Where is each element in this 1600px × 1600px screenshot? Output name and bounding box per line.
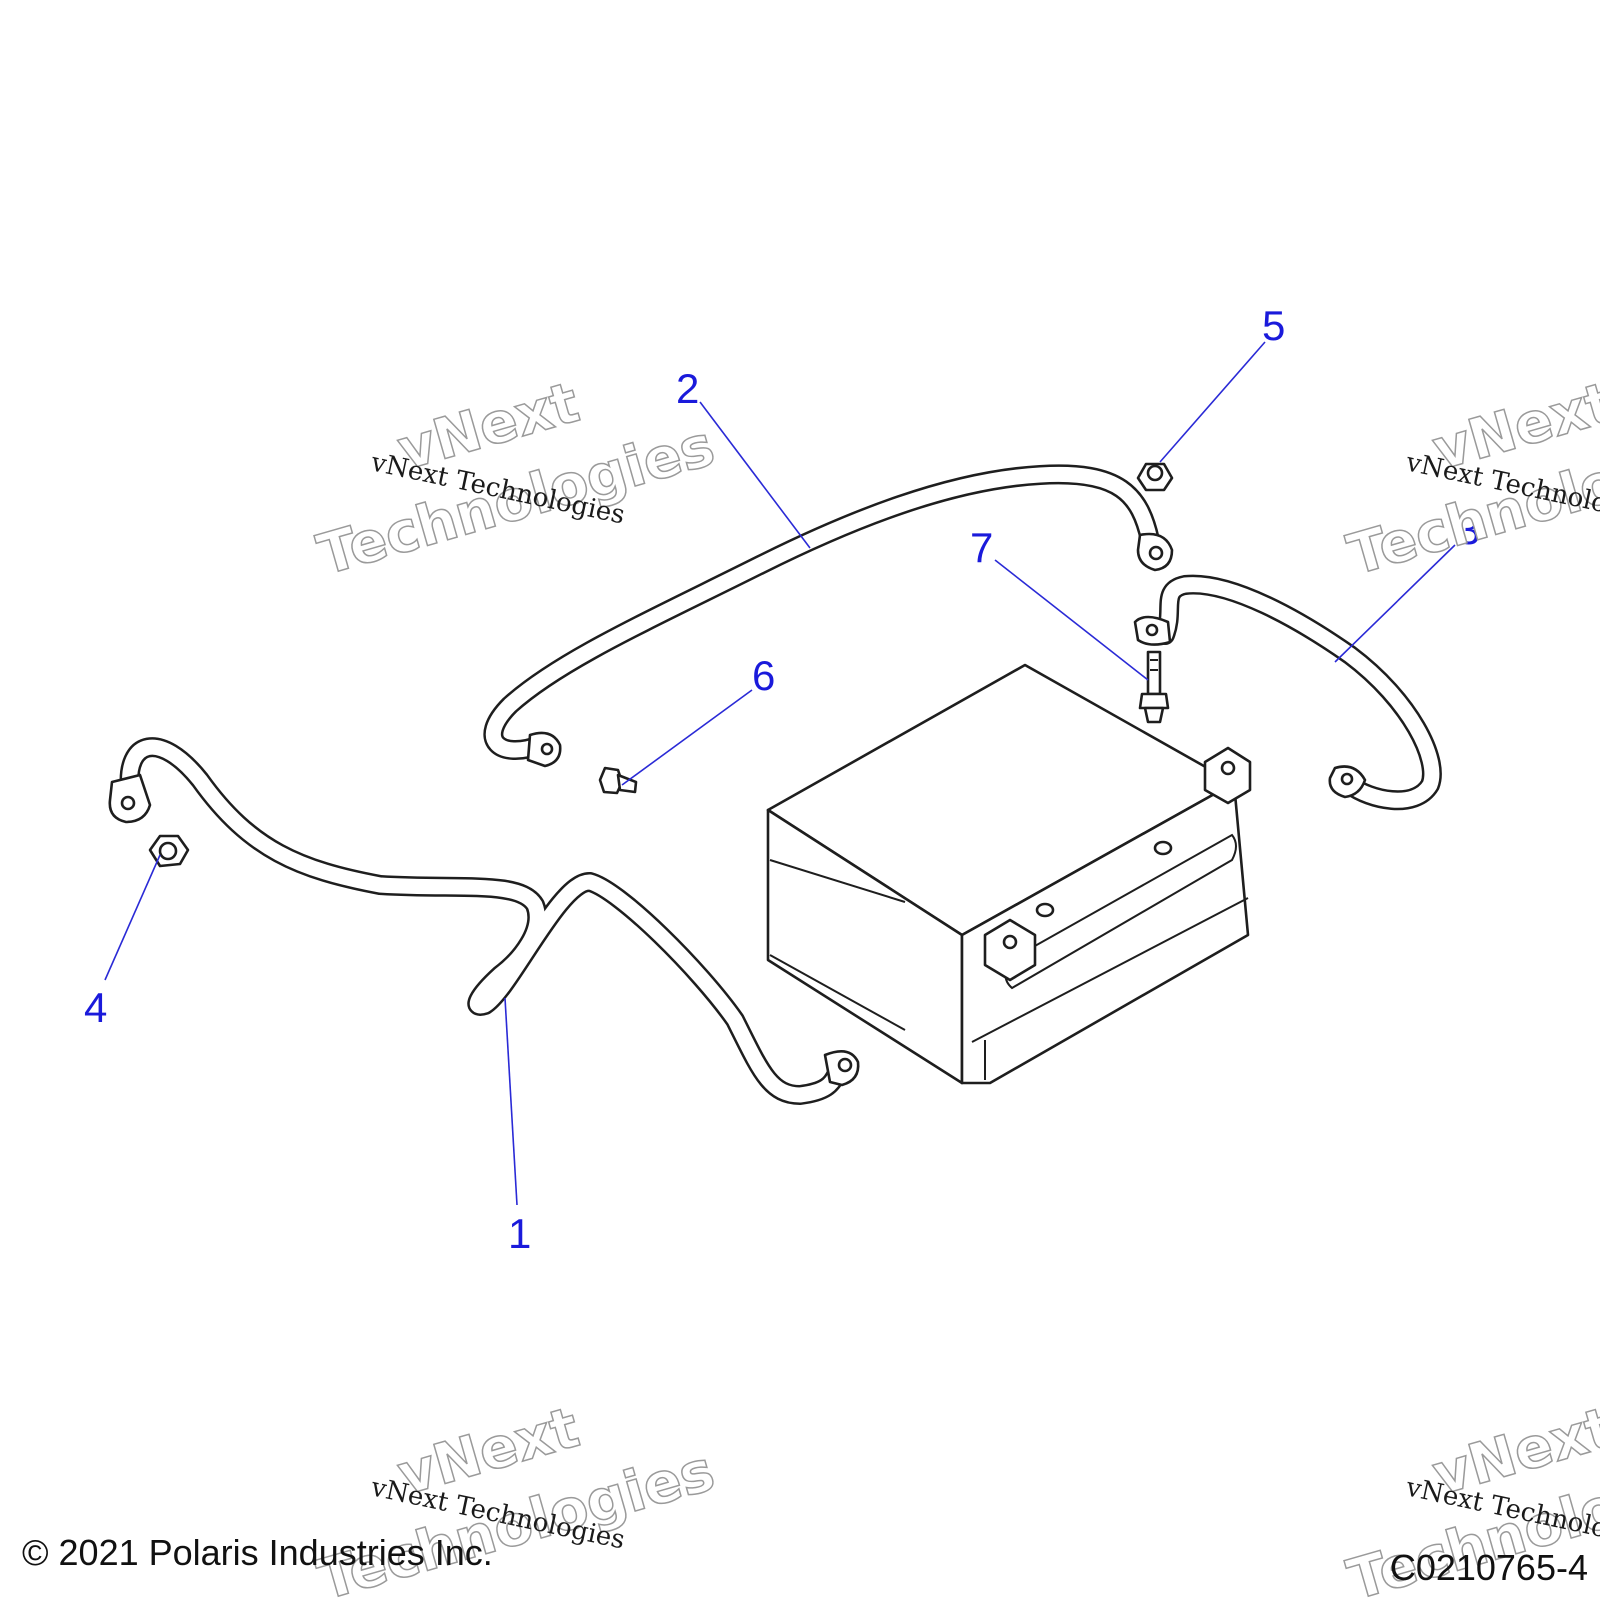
figure-id: C0210765-4 (1390, 1547, 1588, 1588)
cable-2 (483, 464, 1174, 768)
callout-3: 3 (1457, 506, 1480, 553)
cable-3 (1133, 574, 1442, 811)
callout-2: 2 (676, 365, 699, 412)
watermark-top-left: vNext Technologies vNext Technologies (310, 369, 722, 589)
callout-7: 7 (970, 524, 993, 571)
callout-1: 1 (508, 1210, 531, 1257)
battery-terminal-negative (983, 918, 1037, 982)
battery (766, 663, 1252, 1085)
nut-5 (1136, 462, 1174, 492)
cable-1 (108, 737, 860, 1105)
nut-4 (148, 834, 190, 868)
callout-4: 4 (84, 984, 107, 1031)
watermark-top-right: vNext Technologies vNext Technologies (1340, 369, 1600, 589)
battery-terminal-positive (1203, 746, 1252, 805)
stud-7 (1138, 650, 1170, 724)
copyright-text: © 2021 Polaris Industries Inc. (22, 1532, 493, 1573)
callout-6: 6 (752, 652, 775, 699)
callout-5: 5 (1262, 302, 1285, 349)
bolt-6 (598, 766, 638, 795)
